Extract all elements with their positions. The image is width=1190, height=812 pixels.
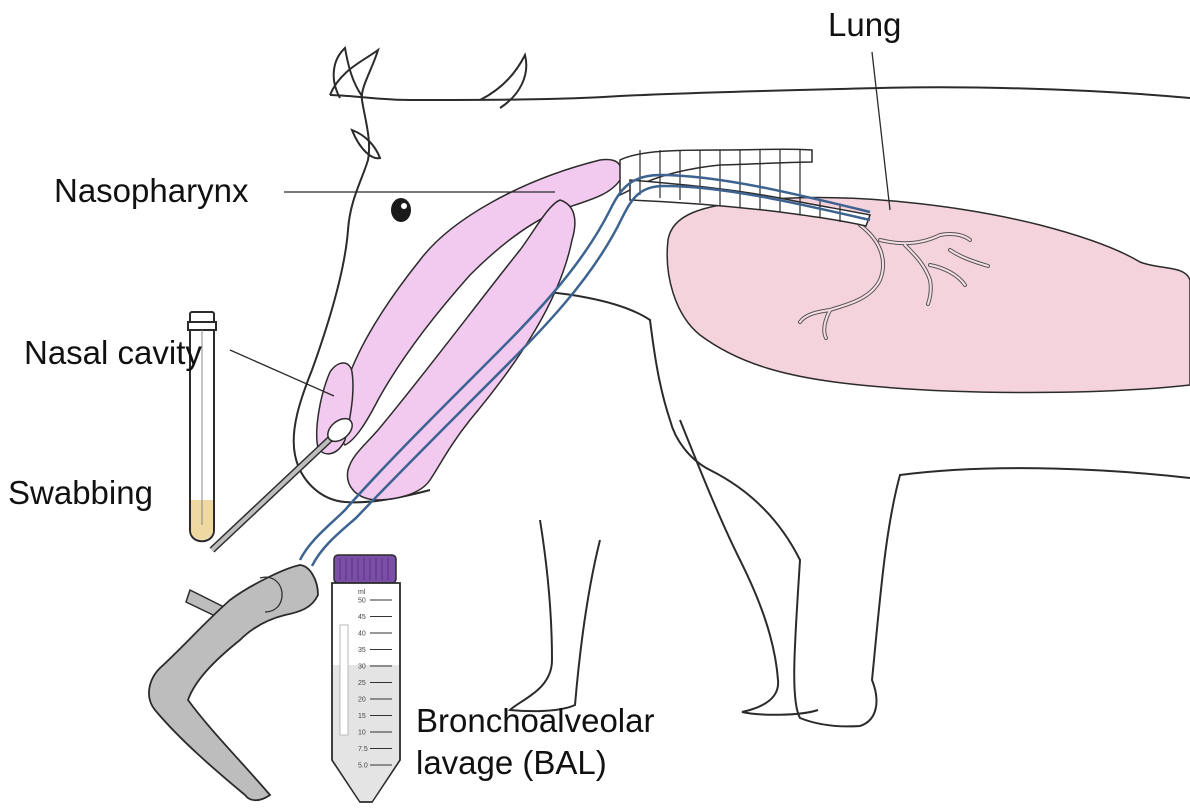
cow-ear <box>352 130 380 158</box>
tube-tick-label: 25 <box>358 680 366 687</box>
swab <box>212 414 357 550</box>
tube-tick-label: 5.0 <box>358 763 368 770</box>
tube-tick-label: 7.5 <box>358 746 368 753</box>
nasal-cavity-label: Nasal cavity <box>24 334 202 372</box>
falcon-tube: 50 45 40 35 30 25 20 15 10 7.5 5.0 ml <box>332 555 400 802</box>
cow-front-leg <box>510 520 600 711</box>
bal-label-line2: lavage (BAL) <box>416 742 654 784</box>
cow-horn-left <box>334 48 362 98</box>
cow-eye-highlight <box>401 203 407 209</box>
tube-tick-label: 30 <box>358 664 366 671</box>
cow-eye <box>391 198 411 222</box>
tube-tick-label: 35 <box>358 647 366 654</box>
bal-syringe-device <box>149 565 318 800</box>
tube-unit-label: ml <box>358 589 366 596</box>
bal-label: Bronchoalveolar lavage (BAL) <box>416 700 654 784</box>
swabbing-label: Swabbing <box>8 474 153 512</box>
tube-tick-label: 40 <box>358 631 366 638</box>
tube-tick-label: 20 <box>358 697 366 704</box>
tube-tick-label: 10 <box>358 730 366 737</box>
lung-label: Lung <box>828 6 901 44</box>
bal-label-line1: Bronchoalveolar <box>416 700 654 742</box>
tube-tick-label: 45 <box>358 614 366 621</box>
tube-tick-label: 50 <box>358 598 366 605</box>
tube-tick-label: 15 <box>358 713 366 720</box>
tube-label-strip <box>340 625 348 735</box>
nasopharynx-label: Nasopharynx <box>54 172 248 210</box>
